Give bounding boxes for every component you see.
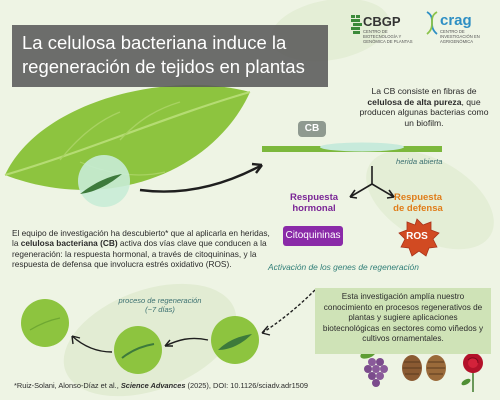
ros-burst xyxy=(398,218,440,257)
cbgp-logo-sub: Centro de Biotecnología y Genómica de Pl… xyxy=(363,29,413,44)
crag-logo: crag Centro de Investigación en Agrigenó… xyxy=(440,12,496,44)
research-text-1: El equipo de investigación ha descubiert… xyxy=(12,228,270,249)
page-title: La celulosa bacteriana induce la regener… xyxy=(22,32,305,77)
reference-doi: (2025), DOI: 10.1126/sciadv.adr1509 xyxy=(185,381,309,390)
leaf-illustration xyxy=(4,84,251,190)
wound-illustration xyxy=(262,142,442,152)
arrow-process-1 xyxy=(164,337,209,347)
branch-arrows xyxy=(349,166,395,198)
reference-journal: Science Advances xyxy=(120,381,186,390)
crag-logo-name: crag xyxy=(440,12,472,29)
cb-description-text-2: , que producen algunas bacterias como un… xyxy=(359,96,489,128)
crag-logo-icon xyxy=(426,11,438,35)
reference-authors: *Ruiz-Solani, Alonso-Díaz et al., xyxy=(14,381,121,390)
conclusion-text: Esta investigación amplía nuestro conoci… xyxy=(322,292,484,343)
cbgp-logo-name: CBGP xyxy=(363,14,401,29)
research-bold: celulosa bacteriana (CB) xyxy=(20,238,118,249)
ros-label: ROS xyxy=(406,231,428,242)
cb-badge: CB xyxy=(298,121,326,137)
reference: *Ruiz-Solani, Alonso-Díaz et al., Scienc… xyxy=(14,381,364,390)
process-label-line2: (~7 días) xyxy=(145,305,175,314)
process-label-line1: proceso de regeneración xyxy=(118,296,202,305)
arrow-activation xyxy=(261,289,316,334)
rose-illustration xyxy=(461,353,483,392)
regeneration-circles xyxy=(21,299,259,374)
process-label: proceso de regeneración (~7 días) xyxy=(110,296,210,314)
wound-label: herida abierta xyxy=(396,157,443,166)
conclusion-box: Esta investigación amplía nuestro conoci… xyxy=(315,288,491,354)
defense-response-label: Respuesta de defensa xyxy=(393,192,443,214)
research-text-2: activa dos vías clave que conducen a la … xyxy=(12,238,267,270)
cb-description: La CB consiste en fibras de celulosa de … xyxy=(355,86,493,128)
cbgp-logo: CBGP Centro de Biotecnología y Genómica … xyxy=(363,14,423,44)
cbgp-logo-icon xyxy=(351,15,362,34)
title-banner: La celulosa bacteriana induce la regener… xyxy=(12,25,328,87)
cytokinins-badge: Citoquininas xyxy=(283,226,343,246)
arrow-process-2 xyxy=(71,335,113,353)
cb-description-bold: celulosa de alta pureza xyxy=(367,96,462,107)
hormonal-response-label: Respuesta hormonal xyxy=(289,192,339,214)
arrow-leaf-to-wound xyxy=(139,163,263,193)
crag-logo-sub: Centro de Investigación en Agrigenómica xyxy=(440,29,480,44)
pinecone-illustration xyxy=(402,355,446,381)
research-description: El equipo de investigación ha descubiert… xyxy=(12,228,274,270)
cb-description-text-1: La CB consiste en fibras de xyxy=(371,86,477,96)
activation-label: Activación de los genes de regeneración xyxy=(268,262,419,272)
